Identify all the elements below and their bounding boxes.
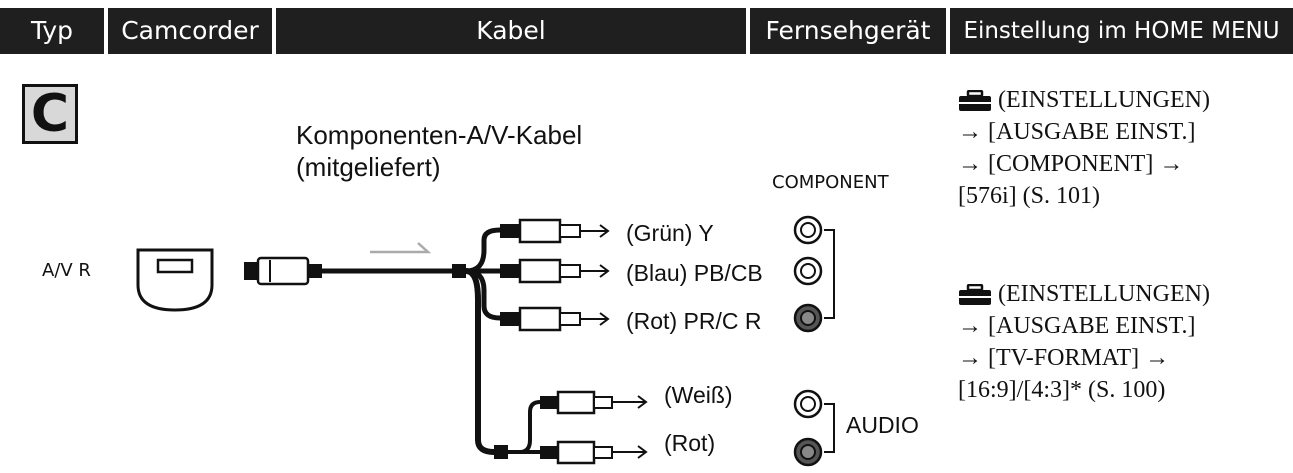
av-multi-plug: [244, 256, 322, 286]
table-header: Typ Camcorder Kabel Fernsehgerät Einstel…: [0, 8, 1293, 54]
setting2-line1: (EINSTELLUNGEN): [958, 280, 1210, 308]
rca-plug-red-audio: [540, 440, 648, 465]
plug-label-white: (Weiß): [664, 382, 733, 408]
setting2-line4: [16:9]/[4:3]* (S. 100): [958, 377, 1166, 403]
toolbox-icon: [959, 284, 991, 306]
connection-type-badge: C: [22, 84, 78, 144]
rca-plug-green: [500, 218, 610, 244]
rca-plug-blue: [500, 258, 610, 284]
header-type: Typ: [0, 8, 104, 54]
plug-label-blue: (Blau) PB/CB: [626, 260, 763, 286]
header-cable: Kabel: [276, 8, 746, 54]
setting1-line4: [576i] (S. 101): [958, 183, 1100, 209]
signal-direction-arrow: [370, 242, 432, 254]
plug-label-red-video: (Rot) PR/C R: [626, 308, 762, 334]
setting1-category: (EINSTELLUNGEN): [998, 87, 1210, 113]
cable-supplied-note: (mitgeliefert): [296, 152, 441, 182]
setting1-line1: (EINSTELLUNGEN): [958, 86, 1210, 114]
av-jack-icon: [136, 248, 214, 312]
cable-name: Komponenten-A/V-Kabel: [296, 120, 583, 150]
setting2-category: (EINSTELLUNGEN): [998, 281, 1210, 307]
setting2-line3: → [TV-FORMAT] →: [958, 345, 1170, 371]
rca-jack-icon: [793, 389, 835, 467]
setting1-line3: → [COMPONENT] →: [958, 151, 1184, 177]
setting2-line2: → [AUSGABE EINST.]: [958, 313, 1196, 339]
plug-label-red-audio: (Rot): [664, 430, 716, 456]
rca-plug-red-video: [500, 306, 610, 332]
component-label: COMPONENT: [772, 172, 889, 193]
rca-jack-icon: [793, 215, 835, 333]
camcorder-jack-label: A/V R: [42, 260, 91, 281]
header-setting: Einstellung im HOME MENU: [950, 8, 1293, 54]
audio-label: AUDIO: [846, 412, 919, 438]
header-camcorder: Camcorder: [108, 8, 272, 54]
header-tv: Fernsehgerät: [750, 8, 946, 54]
setting1-line2: → [AUSGABE EINST.]: [958, 119, 1196, 145]
rca-plug-white: [540, 390, 648, 415]
plug-label-green: (Grün) Y: [626, 220, 714, 246]
toolbox-icon: [959, 90, 991, 112]
